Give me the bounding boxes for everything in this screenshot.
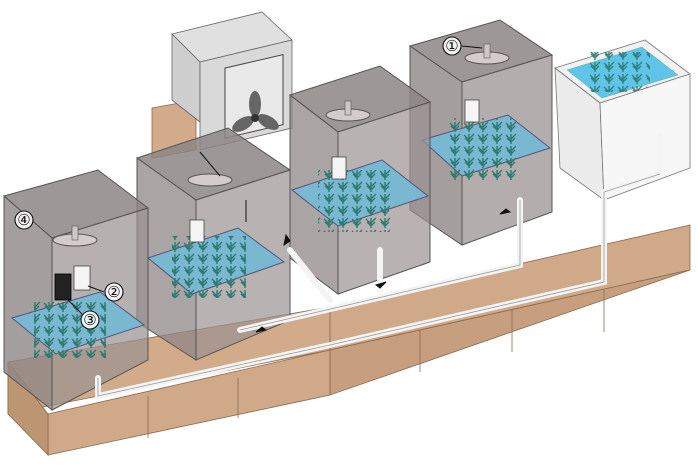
chamber-2 [135,127,292,361]
chamber-4-controller [464,99,480,123]
pipe-outline [97,173,661,397]
chamber-3-plants [318,170,390,232]
chamber-4-plants [448,118,516,180]
chamber-2-controller [189,219,205,243]
flow-arrow-icon [255,326,268,333]
chamber-3-controller [331,156,347,180]
callout-3: ③ [65,297,100,330]
chamber-2-lamp [187,173,233,187]
chamber-2-plants [172,236,246,298]
callout-4: ④ [14,210,34,230]
callout-3-circle [80,310,100,330]
open-water-tank [554,39,691,201]
air-flow-line [199,151,221,177]
fan-blades-icon [232,91,279,132]
callout-2-circle [104,282,124,302]
pipe-diagonal [287,247,333,303]
exhaust-fan-unit [171,11,293,151]
flow-arrow-icon [499,208,512,215]
callout-2-leader [87,285,105,293]
chamber-1-lamp-stem [71,225,79,241]
callout-4-label: ④ [17,211,30,229]
callout-2-label: ② [107,283,120,301]
chamber-3-lamp-stem [344,100,352,116]
chamber-1-sensor-box [54,273,72,301]
callout-3-leader [65,297,83,315]
chamber-4 [408,19,554,246]
flow-arrow-icon [374,281,387,289]
tank-side [599,73,691,201]
flow-arrow-icon [283,233,291,247]
callout-1-leader [461,45,483,49]
flow-arrows [199,151,512,333]
chamber-1 [2,169,150,412]
chamber-1-controller [73,265,91,291]
chamber-3 [288,65,432,295]
chamber-1-plants [34,300,106,358]
callout-3-label: ③ [83,311,96,329]
callout-1-circle [442,36,462,56]
callout-1: ① [442,36,483,56]
tank-plants [590,52,650,92]
callout-2: ② [87,282,124,302]
callout-4-circle [14,210,34,230]
chamber-4-lamp-stem [483,43,491,59]
callout-1-label: ① [445,37,458,55]
